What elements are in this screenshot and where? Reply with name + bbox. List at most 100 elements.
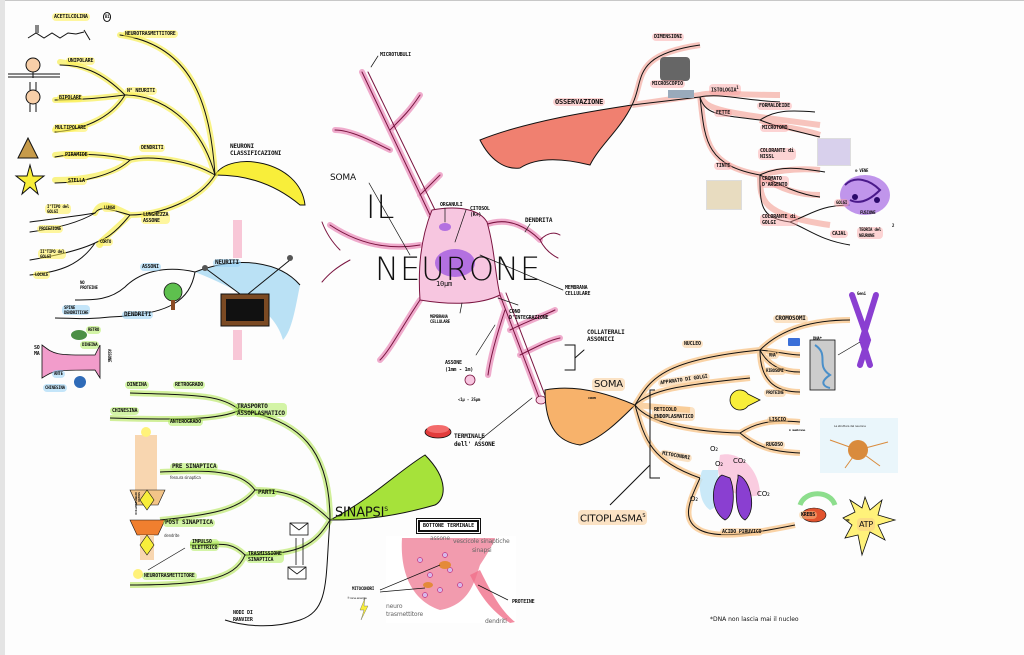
axon-transport-diagram [41, 330, 101, 388]
label-retrogrado: RETROGRADO [173, 381, 206, 389]
bottone-title: BOTTONE TERMINALE [415, 518, 482, 534]
acetylcholine-molecule [27, 25, 91, 41]
bottone-sinapsi: sinapsi [472, 547, 492, 554]
salmon-branch [479, 42, 890, 246]
label-cono: CONO D'INTEGRAZIONE [509, 309, 549, 321]
label-tinte: TINTE [714, 162, 733, 170]
label-proteine-soma: PROTEINE [764, 389, 786, 397]
label-vene: ⊕ VENE [855, 168, 869, 173]
label-chinesina: CHINESINA [110, 407, 140, 415]
rna-text: RNA [769, 352, 776, 358]
label-locale: LOCALE [33, 271, 51, 279]
lightning-icon [359, 597, 369, 621]
green-branch [109, 390, 516, 627]
label-fette: FETTE [714, 109, 733, 117]
label-spine: SPINE DENDRITICHE [62, 305, 91, 315]
label-collaterali: COLLATERALI ASSONICI [587, 329, 625, 343]
label-sinapsi: SINAPSIS [335, 503, 388, 519]
label-pre-sinaptica: PRE SINAPTICA [170, 463, 219, 471]
label-citosol: CITOSOL (K+) [470, 206, 490, 218]
label-terminale: TERMINALE dell' ASSONE [454, 433, 495, 448]
label-corpo: CORPO [588, 396, 597, 400]
nissl-photo [817, 138, 851, 166]
label-atp: ATP [857, 518, 875, 531]
label-stella: STELLA [66, 177, 87, 185]
title-line2: NEURONE [375, 250, 542, 288]
blue-branch [54, 220, 301, 360]
label-no-proteine: NO PROTEINE [80, 280, 98, 290]
label-multipolare: MULTIPOLARE [53, 124, 88, 132]
label-n-neuriti: N° NEURITI [125, 87, 158, 95]
label-organuli: ORGANULI [440, 202, 463, 208]
label-lunghezza: LUNGHEZZA ASSONE [141, 212, 171, 224]
microscope-icon [660, 57, 690, 81]
argento-photo [706, 180, 742, 210]
truck-icon [788, 338, 800, 346]
label-lungo: LUNGO [102, 204, 118, 212]
istologia-sup: 1 [736, 85, 739, 90]
label-anterogrado: ANTEROGRADO [168, 418, 203, 426]
title-line1: IL [366, 188, 396, 226]
label-rugoso: RUGOSO [764, 441, 785, 449]
bottone-mitocondri: MITOCONDRI [352, 586, 375, 591]
label-parti: PARTI [256, 489, 278, 497]
label-krebs: KREBS [799, 511, 818, 519]
label-golgi: GOLGI [834, 199, 850, 207]
terminal-disc-icon [424, 425, 452, 439]
label-o2-mid: O₂ [715, 460, 723, 468]
label-dineina-small: DINEINA [80, 341, 100, 349]
label-spazio: SPAZIO INTERSINAPTICO [134, 492, 141, 515]
label-piramide: PIRAMIDE [63, 151, 90, 159]
neuron-drawing [321, 55, 585, 441]
bottone-dendriti: dendriti [485, 618, 507, 625]
bottone-neuro: neuro trasmettitore [386, 603, 423, 618]
label-soma-neuron: SOMA [330, 173, 356, 183]
label-nucleo: NUCLEO [682, 340, 703, 348]
label-struttura: La struttura del neurone [834, 424, 866, 428]
label-cajal: CAJAL [830, 230, 849, 238]
label-dineina: DINEINA [125, 381, 149, 389]
label-corto: CORTO [98, 238, 114, 246]
label-equals: = [846, 517, 850, 524]
label-fessura: fessura sinaptica [170, 475, 201, 480]
label-co2-top: CO₂ [733, 457, 746, 465]
label-cromosomi: CROMOSOMI [773, 315, 808, 323]
label-trasporto: TRASPORTO ASSOPLASMATICO [235, 403, 287, 417]
label-nodi-ranvier: NODI DI RANVIER [233, 610, 253, 623]
label-ante: ANTE [52, 370, 65, 378]
label-neurotrasmettitore-class: NEUROTRASMETTITORE [123, 30, 178, 38]
label-neuroni-classificazioni: NEURONI CLASSIFICAZIONI [230, 143, 282, 157]
label-neuriti: NEURITI [213, 259, 241, 267]
label-formaldeide: FORMALDEIDE [757, 102, 792, 110]
label-o2-top: O₂ [710, 445, 718, 453]
lung-right [735, 474, 753, 521]
label-fusione: FUSIONE [860, 210, 876, 215]
label-membrana-right: MEMBRANA CELLULARE [565, 285, 591, 297]
label-acido-piruvico: ACIDO PIRUVICO [720, 528, 764, 536]
label-tipo2: II°TIPO del GOLGI [38, 249, 67, 259]
left-border [0, 0, 5, 655]
sinapsi-text: SINAPSI [335, 505, 385, 521]
label-dendrite: dendrite [164, 533, 180, 538]
envelope-icons [287, 522, 309, 580]
golgi-cell-image [840, 175, 890, 215]
istologia-text: ISTOLOGIA [711, 87, 737, 94]
label-reticolo: RETICOLO ENDOPLASMATICO [652, 407, 696, 421]
citoplasma-sup: S [642, 513, 646, 519]
teoria-sup: 2 [892, 223, 895, 228]
label-colorante-golgi: COLORANTE di GOLGI [760, 214, 798, 226]
label-dna: DNA* [813, 336, 822, 341]
bottone-assone: assone [430, 535, 450, 542]
label-neurotrasmettitore: NEUROTRASMETTITORE [142, 572, 197, 580]
label-microtomo: MICROTOMO [760, 124, 790, 132]
label-dendriti-neuriti: DENDRITI [122, 311, 154, 319]
label-membrana-left: MEMBRANA CELLULARE [430, 314, 450, 324]
bottone-vescicole: vescicole sinaptiche [453, 538, 510, 545]
label-osservazione: OSSERVAZIONE [553, 98, 606, 106]
bottone-mitocondri-sub: ⑦ ione energia [347, 596, 367, 600]
label-teoria: TEORIA del NEURONE [857, 227, 884, 239]
label-assone-vertical: ASSONE [107, 349, 112, 363]
label-size: 10µm [436, 280, 453, 288]
label-chinesina-small: CHINESINA [43, 384, 67, 392]
